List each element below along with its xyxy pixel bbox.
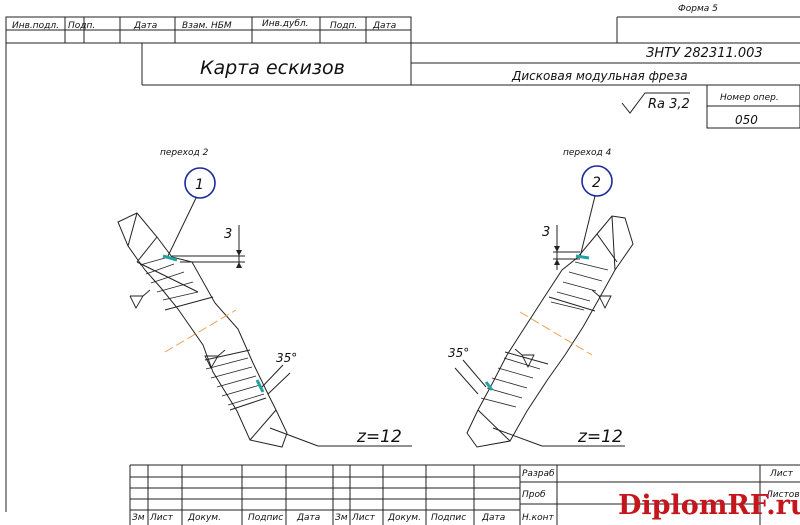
stamp-cell: Инв.подл.: [12, 21, 59, 31]
stamp-cell: Дата: [372, 21, 396, 31]
card-title: Карта ескизов: [200, 57, 345, 79]
left-teeth-count: z=12: [356, 427, 402, 447]
stamp-col: Подпис: [431, 513, 466, 523]
stamp-col: Дата: [481, 513, 505, 523]
stamp-col: Зм: [132, 513, 145, 523]
stamp-row: Н.конт: [522, 513, 554, 523]
position-marker-1: [184, 167, 216, 199]
stamp-col: Дата: [296, 513, 320, 523]
stamp-col: Докум.: [187, 513, 221, 523]
left-dimension: 3: [224, 227, 232, 242]
right-teeth-count: z=12: [577, 427, 623, 447]
position-marker-2: [581, 165, 613, 197]
watermark: DiplomRF.ru: [618, 490, 800, 521]
stamp-row: Проб: [522, 490, 546, 500]
bottom-stamp: Зм Лист Докум. Подпис Дата Зм Лист Докум…: [129, 464, 800, 525]
left-sketch: переход 2 1: [117, 148, 412, 448]
roughness-value: Ra 3,2: [648, 97, 690, 112]
right-angle: 35°: [448, 346, 469, 360]
part-name: Дисковая модульная фреза: [511, 69, 688, 83]
stamp-cell: Дата: [133, 21, 157, 31]
operation-header: Номер опер.: [720, 93, 779, 103]
stamp-cell: Инв.дубл.: [262, 19, 309, 29]
stamp-col: Лист: [149, 513, 174, 523]
stamp-col: Подпис: [248, 513, 283, 523]
operation-number: 050: [735, 113, 758, 127]
roughness-icon: [621, 92, 690, 114]
stamp-right: Лист: [769, 469, 794, 479]
stamp-col: Лист: [351, 513, 376, 523]
stamp-col: Зм: [335, 513, 348, 523]
top-stamp: Инв.подл. Подп. Дата Взам. НБМ Инв.дубл.…: [5, 16, 412, 44]
right-sketch-caption: переход 4: [563, 148, 612, 158]
right-sketch: переход 4 2: [448, 148, 634, 448]
marker-2-label: 2: [592, 175, 601, 191]
title-block: Форма 5 ЗНТУ 282311.003 Карта ескизов Ди…: [5, 4, 800, 512]
left-sketch-caption: переход 2: [160, 148, 209, 158]
left-angle: 35°: [276, 351, 297, 365]
stamp-row: Разраб: [522, 469, 555, 479]
stamp-cell: Подп.: [68, 21, 95, 31]
forma-label: Форма 5: [678, 4, 718, 14]
stamp-cell: Подп.: [330, 21, 357, 31]
stamp-col: Докум.: [387, 513, 421, 523]
right-dimension: 3: [542, 225, 550, 240]
stamp-right: Листов: [765, 490, 800, 500]
stamp-cell: Взам. НБМ: [182, 21, 232, 31]
document-number: ЗНТУ 282311.003: [646, 46, 763, 61]
marker-1-label: 1: [195, 177, 204, 193]
